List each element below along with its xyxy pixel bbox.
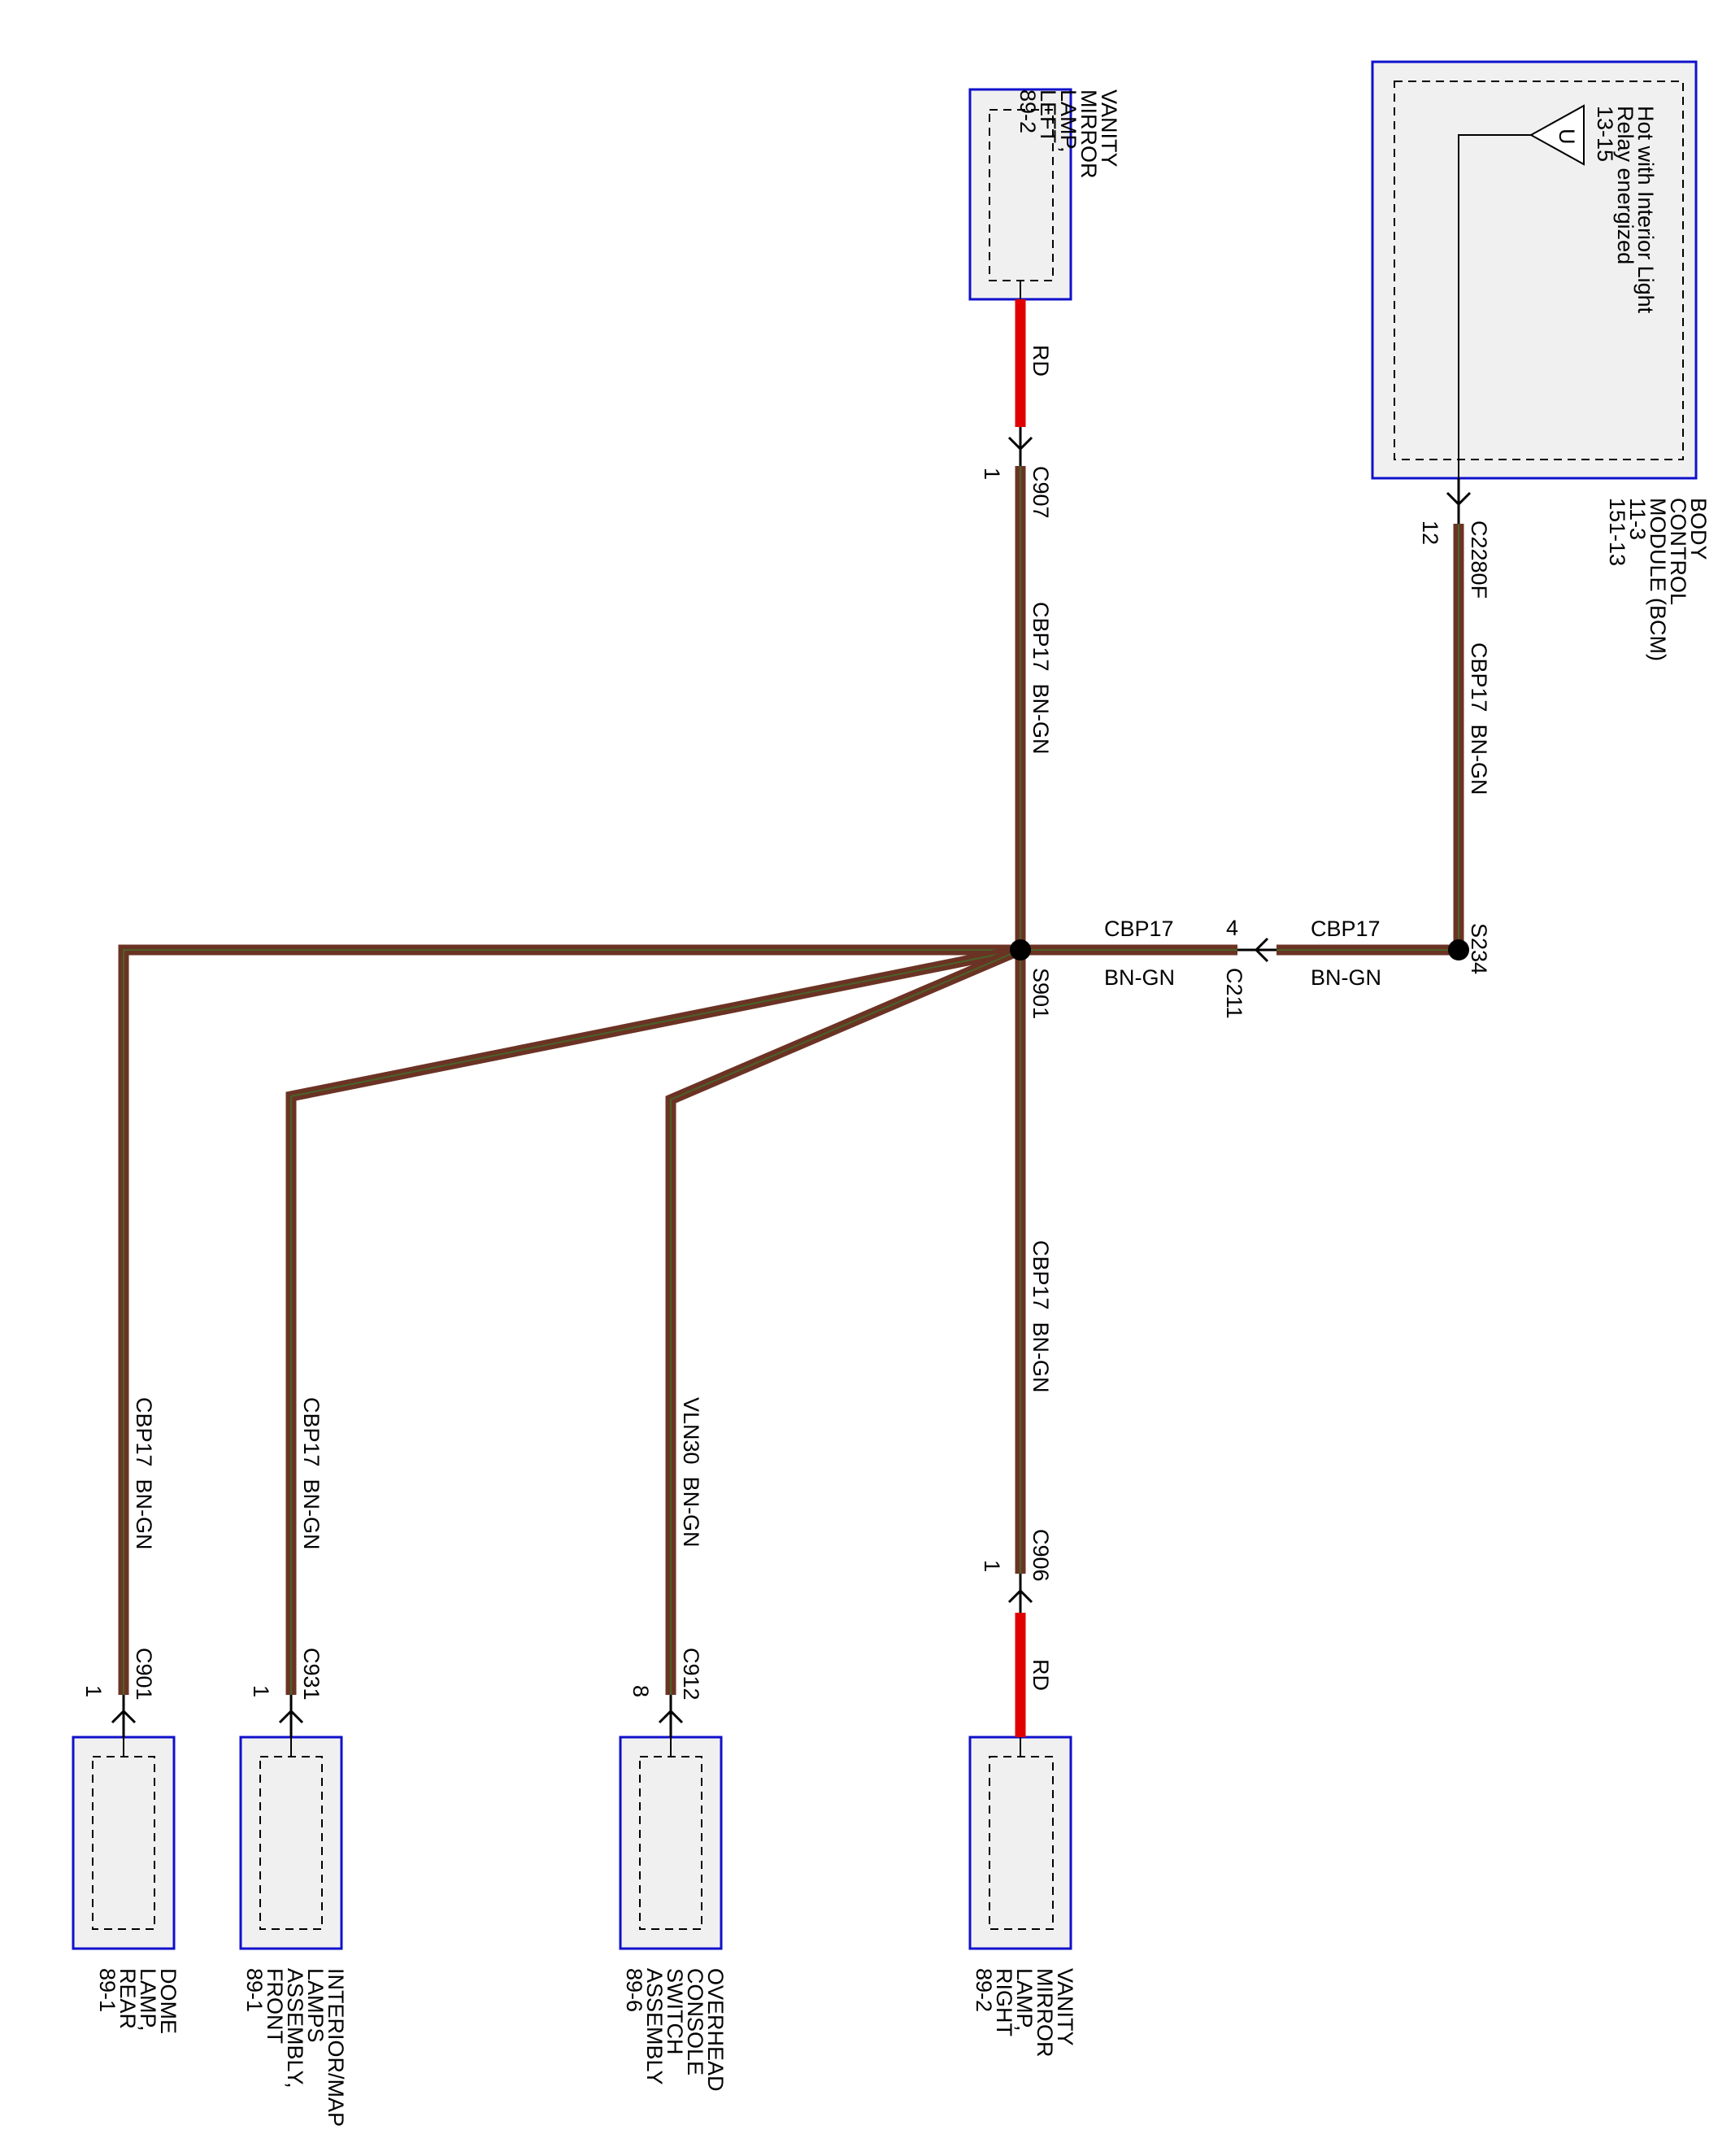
wire-cbp17-map[interactable] [285, 944, 1022, 1695]
overhead-console-label: OVERHEAD CONSOLE SWITCH ASSEMBLY 89-6 [622, 1968, 728, 2097]
connector-c907[interactable] [1007, 427, 1033, 466]
vanity-left-label: VANITY MIRROR LAMP, LEFT 89-2 [1016, 89, 1121, 185]
c211-left-circuit-label: CBP17 [1104, 917, 1174, 941]
bcm-label: BODY CONTROL MODULE (BCM) 11-3 151-13 [1605, 498, 1711, 668]
component-box [968, 1736, 1072, 1950]
c907-label: C907 [1029, 466, 1053, 519]
c906-pin: 1 [980, 1560, 1004, 1572]
wire-rd-top-label: RD [1029, 345, 1053, 377]
c211-right-circuit-label: CBP17 [1311, 917, 1381, 941]
component-overhead-console-switch-assembly[interactable] [619, 1736, 723, 1950]
c2280f-label: C2280F [1467, 520, 1491, 599]
c931-label: C931 [299, 1648, 324, 1701]
dome-lamp-label: DOME LAMP, REAR 89-1 [95, 1968, 180, 2041]
c931-pin: 1 [249, 1685, 273, 1697]
connector-c211[interactable] [1237, 937, 1277, 963]
component-interior-map-lamps-assembly-front[interactable] [239, 1736, 343, 1950]
wire-cbp17-dome[interactable] [118, 944, 1020, 1695]
component-box [1371, 60, 1698, 480]
bcm-circuit-label: CBP17 BN-GN [1467, 642, 1491, 795]
splice-s234-dot[interactable] [1448, 939, 1469, 960]
c211-left-color-label: BN-GN [1104, 965, 1175, 990]
connector-c912[interactable] [658, 1695, 684, 1737]
overhead-circuit-label: VLN30 BN-GN [679, 1397, 703, 1548]
dome-circuit-label: CBP17 BN-GN [132, 1397, 156, 1550]
bcm-source-marker: U [1555, 128, 1579, 145]
bcm-note: Hot with Interior Light Relay energized … [1593, 106, 1658, 320]
bcm-feed-line [1458, 134, 1531, 478]
vanity-right-circuit-label: CBP17 BN-GN [1029, 1240, 1053, 1393]
component-box [968, 88, 1072, 301]
vanity-left-circuit-label: CBP17 BN-GN [1029, 602, 1053, 755]
c901-label: C901 [132, 1648, 156, 1701]
c912-label: C912 [679, 1648, 703, 1701]
s901-label: S901 [1029, 968, 1053, 1019]
wire-vln30-overhead[interactable] [665, 945, 1023, 1695]
s234-label: S234 [1467, 923, 1491, 974]
map-circuit-label: CBP17 BN-GN [299, 1397, 324, 1550]
splice-s901-dot[interactable] [1010, 939, 1031, 960]
c211-right-color-label: BN-GN [1311, 965, 1381, 990]
c907-pin: 1 [980, 468, 1004, 480]
bcm-source-triangle-icon [1529, 104, 1585, 166]
wire-rd-bottom-label: RD [1029, 1659, 1053, 1691]
c912-pin: 8 [628, 1685, 653, 1697]
connector-c2280f[interactable] [1446, 478, 1472, 524]
connector-c906[interactable] [1007, 1574, 1033, 1613]
connector-c901[interactable] [111, 1695, 137, 1737]
interior-map-label: INTERIOR/MAP LAMPS ASSEMBLY, FRONT 89-1 [242, 1968, 348, 2132]
c901-pin: 1 [81, 1685, 106, 1697]
component-box [72, 1736, 176, 1950]
component-vanity-mirror-lamp-right[interactable] [968, 1736, 1072, 1950]
component-box [239, 1736, 343, 1950]
component-body-control-module[interactable]: U [1371, 60, 1698, 480]
component-box [619, 1736, 723, 1950]
connector-c931[interactable] [278, 1695, 304, 1737]
c211-pin: 4 [1226, 916, 1238, 940]
vanity-right-label: VANITY MIRROR LAMP, RIGHT 89-2 [972, 1968, 1077, 2063]
c2280f-pin: 12 [1418, 520, 1442, 545]
component-inner-dashed [1394, 81, 1684, 460]
c906-label: C906 [1029, 1529, 1053, 1582]
component-dome-lamp-rear[interactable] [72, 1736, 176, 1950]
component-vanity-mirror-lamp-left[interactable] [968, 88, 1072, 301]
c211-label: C211 [1222, 968, 1246, 1019]
